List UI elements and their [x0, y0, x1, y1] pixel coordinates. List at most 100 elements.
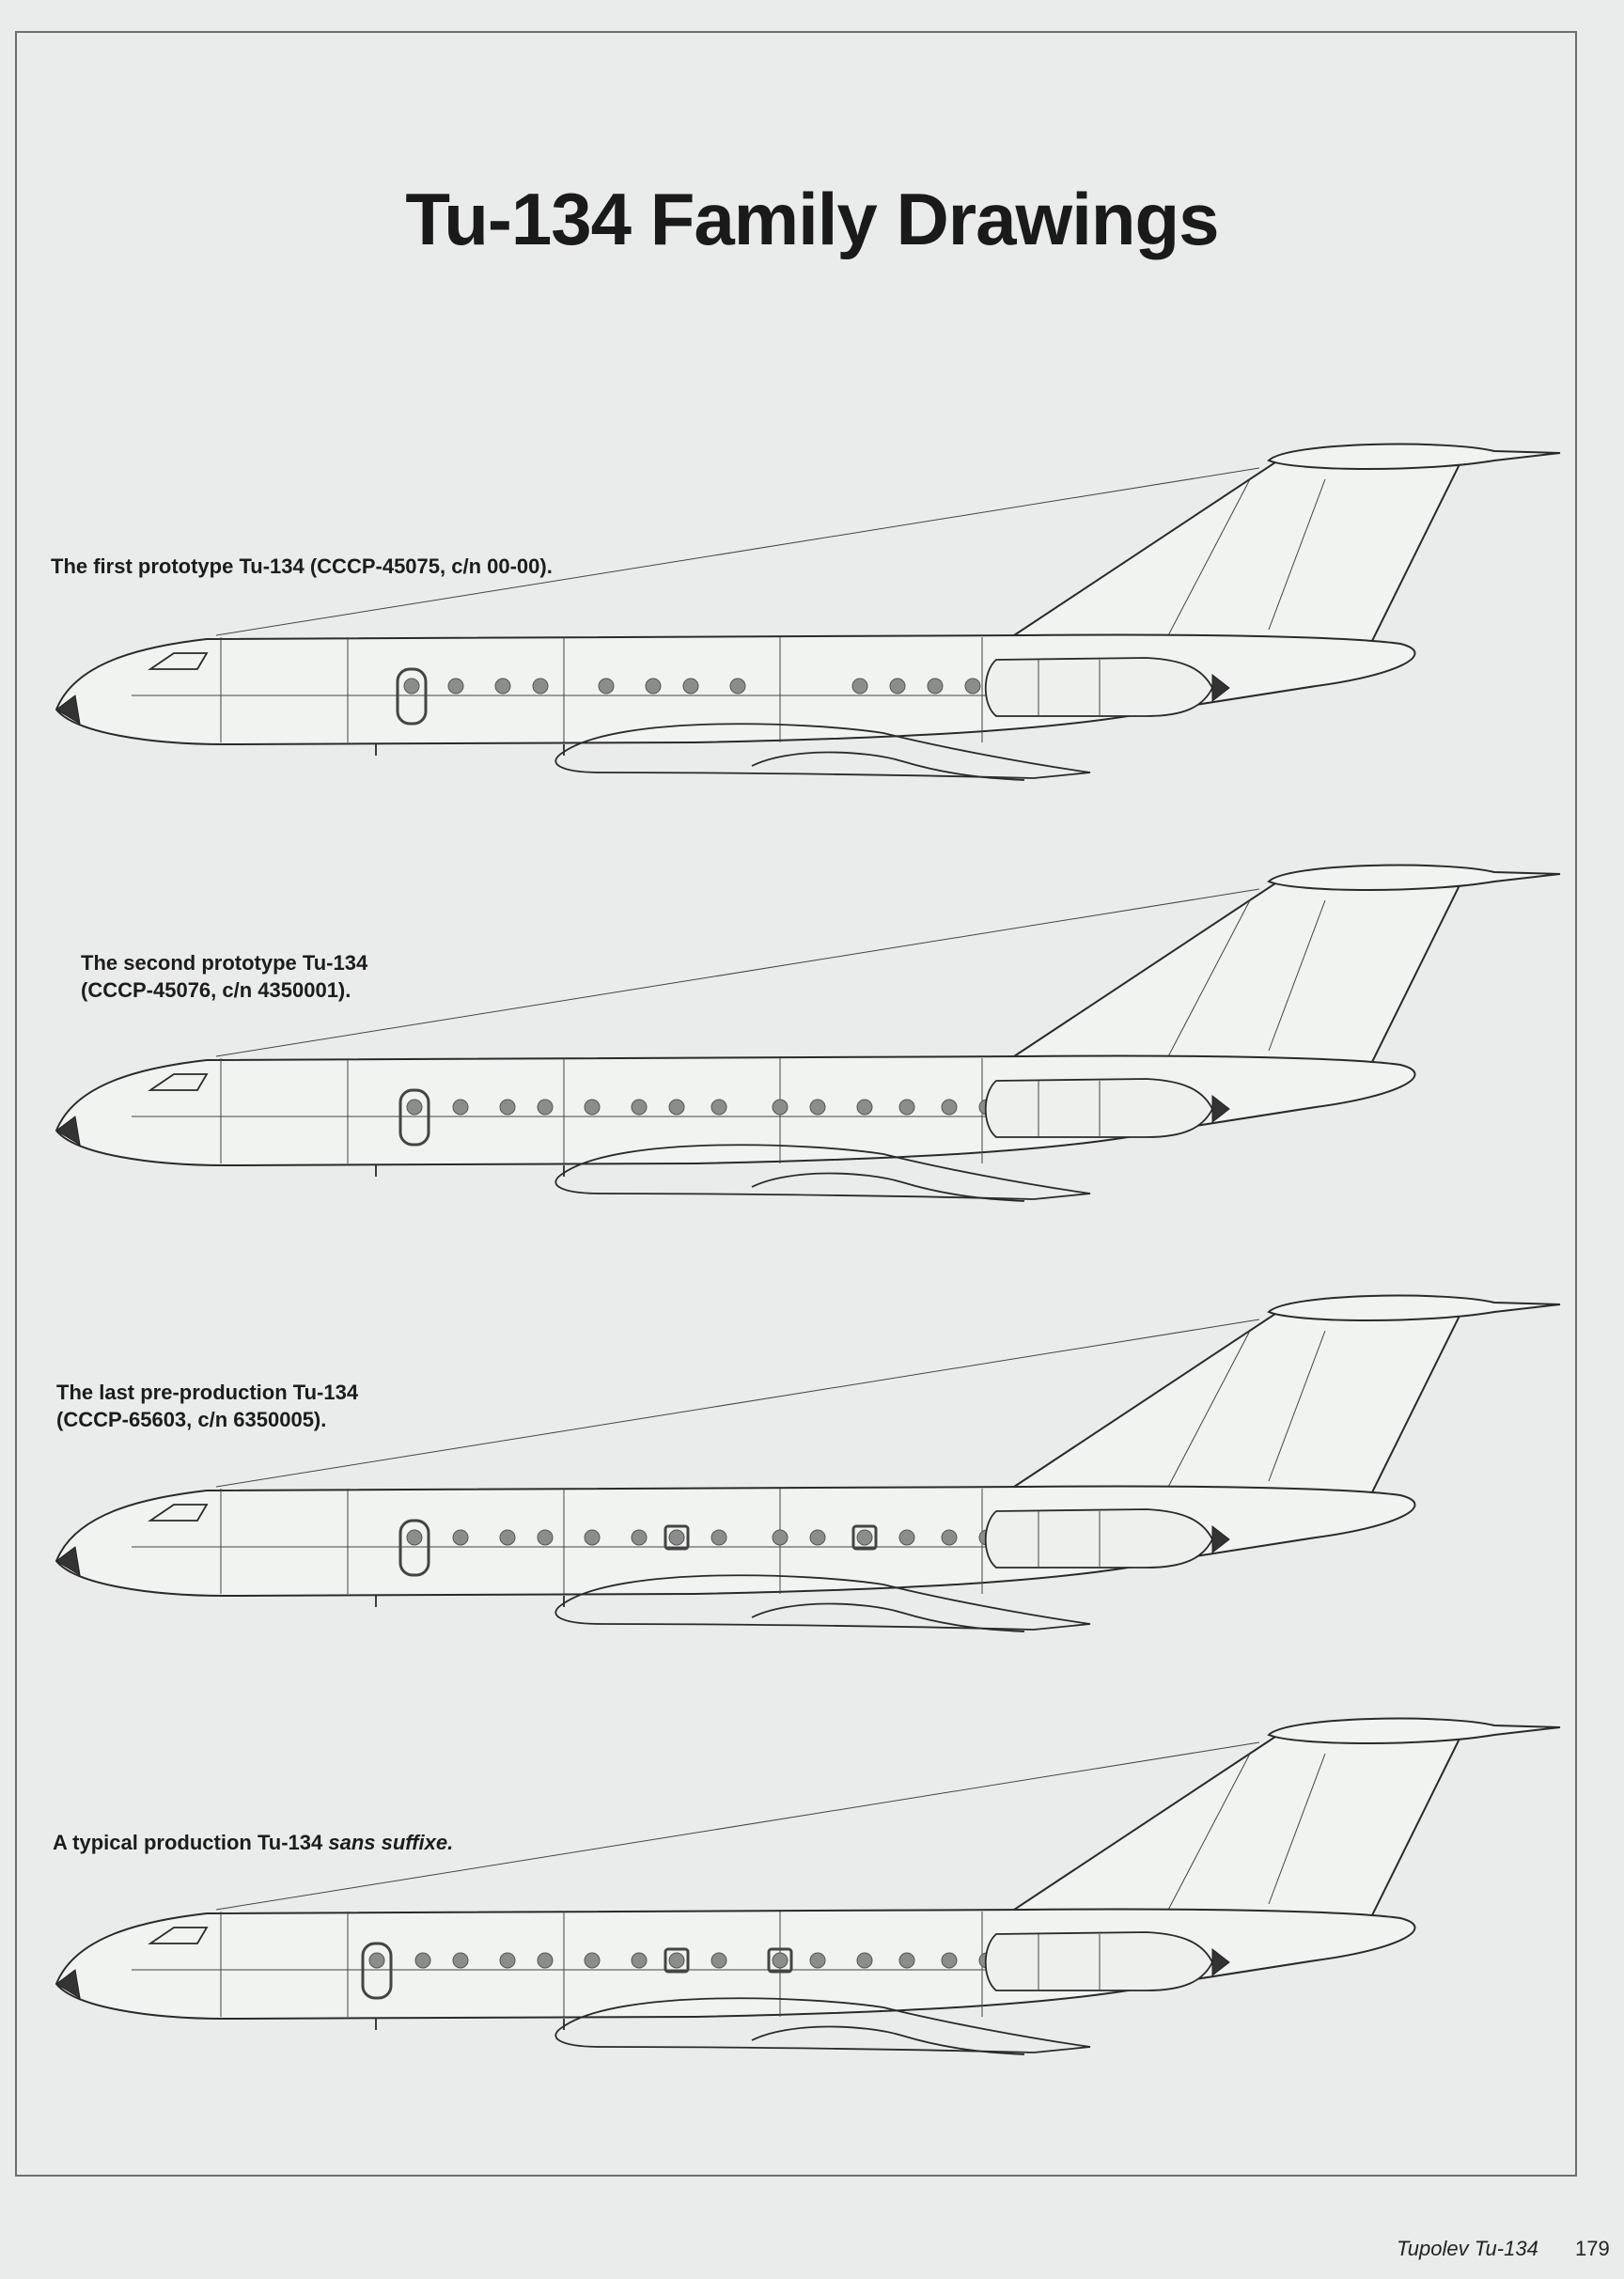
cabin-window [809, 1529, 826, 1546]
engine-nacelle [984, 1508, 1214, 1569]
nose-radome [55, 1546, 81, 1576]
antenna-wire [215, 1319, 1260, 1488]
wing [554, 723, 1091, 779]
exhaust-nozzle [1211, 1524, 1230, 1554]
cabin-window [710, 1952, 727, 1969]
caption-typical-production: A typical production Tu-134 sans suffixe… [53, 1829, 453, 1856]
landing-gear-fairing [751, 1172, 1025, 1202]
cabin-window [532, 678, 549, 695]
caption-line: (CCCP-65603, c/n 6350005). [56, 1408, 327, 1431]
cockpit-window [148, 1927, 209, 1944]
caption-line: (CCCP-45076, c/n 4350001). [81, 978, 351, 1002]
fin-panel-line [1164, 478, 1251, 642]
cabin-window [898, 1099, 915, 1116]
caption-text: A typical production Tu-134 [53, 1831, 329, 1854]
horizontal-stabilizer [1267, 443, 1561, 470]
cabin-window [772, 1952, 789, 1969]
engine-nacelle [984, 1078, 1214, 1138]
cabin-window [710, 1099, 727, 1116]
cockpit-window [148, 1073, 209, 1091]
vertical-fin [1002, 1734, 1463, 1916]
cockpit-window [148, 652, 209, 670]
airframe [55, 443, 1561, 781]
fin-panel-line [1164, 899, 1251, 1063]
cabin-window [772, 1529, 789, 1546]
cabin-window [856, 1952, 873, 1969]
vertical-fin [1002, 460, 1463, 642]
cabin-window [494, 678, 511, 695]
cabin-window [964, 678, 981, 695]
antenna-wire [215, 467, 1260, 636]
cabin-window [856, 1099, 873, 1116]
cabin-window [414, 1952, 431, 1969]
cabin-window [537, 1529, 554, 1546]
cabin-window [668, 1952, 685, 1969]
cabin-window [772, 1099, 789, 1116]
cabin-window [499, 1952, 516, 1969]
door-window [406, 1529, 423, 1546]
door-window [368, 1952, 385, 1969]
aircraft-drawing-pre-production [55, 1294, 1561, 1632]
antenna-wire [215, 888, 1260, 1057]
wing [554, 1997, 1091, 2053]
cabin-window [584, 1529, 601, 1546]
emergency-exit [767, 1947, 793, 1974]
cabin-window [851, 678, 868, 695]
footer-book-title: Tupolev Tu-134 [1397, 2237, 1538, 2260]
vertical-fin [1002, 881, 1463, 1063]
cabin-window [809, 1952, 826, 1969]
cabin-window [809, 1099, 826, 1116]
horizontal-stabilizer [1267, 864, 1561, 891]
entry-door [398, 1519, 430, 1577]
rudder-line [1268, 478, 1326, 631]
entry-door [361, 1942, 393, 2000]
cabin-window [452, 1952, 469, 1969]
cabin-window [598, 678, 615, 695]
horizontal-stabilizer [1267, 1294, 1561, 1321]
cabin-window [941, 1529, 958, 1546]
entry-door [396, 667, 428, 726]
vertical-fin [1002, 1311, 1463, 1493]
nose-radome [55, 1116, 81, 1146]
emergency-exit [851, 1524, 878, 1551]
door-window [403, 678, 420, 695]
aircraft-drawing-first-prototype [55, 443, 1561, 781]
cabin-window [645, 678, 662, 695]
cabin-window [631, 1529, 648, 1546]
page-number: 179 [1575, 2237, 1610, 2260]
engine-nacelle [984, 657, 1214, 717]
fin-panel-line [1164, 1330, 1251, 1493]
emergency-exit [664, 1524, 690, 1551]
cabin-window [668, 1529, 685, 1546]
wing [554, 1144, 1091, 1200]
cabin-window [941, 1952, 958, 1969]
cockpit-window [148, 1504, 209, 1522]
page-title: Tu-134 Family Drawings [405, 178, 1219, 260]
fin-panel-line [1164, 1753, 1251, 1916]
cabin-window [898, 1952, 915, 1969]
caption-second-prototype: The second prototype Tu-134 (CCCP-45076,… [81, 949, 367, 1004]
exhaust-nozzle [1211, 673, 1230, 703]
cabin-window [898, 1529, 915, 1546]
exhaust-nozzle [1211, 1094, 1230, 1124]
cabin-window [452, 1529, 469, 1546]
landing-gear-fairing [751, 1602, 1025, 1632]
emergency-exit [664, 1947, 690, 1974]
entry-door [398, 1088, 430, 1147]
antenna-wire [215, 1741, 1260, 1911]
caption-first-prototype: The first prototype Tu-134 (CCCP-45075, … [51, 553, 553, 580]
aircraft-drawing-typical-production [55, 1717, 1561, 2055]
aircraft-drawing-second-prototype [55, 864, 1561, 1202]
cabin-window [889, 678, 906, 695]
cabin-window [668, 1099, 685, 1116]
wing [554, 1574, 1091, 1631]
cabin-window [927, 678, 944, 695]
nose-radome [55, 695, 81, 725]
cabin-window [537, 1952, 554, 1969]
cabin-window [499, 1099, 516, 1116]
cabin-window [631, 1952, 648, 1969]
cabin-window [856, 1529, 873, 1546]
caption-italic-text: sans suffixe. [328, 1831, 454, 1854]
landing-gear-fairing [751, 751, 1025, 781]
caption-line: The last pre-production Tu-134 [56, 1381, 359, 1404]
